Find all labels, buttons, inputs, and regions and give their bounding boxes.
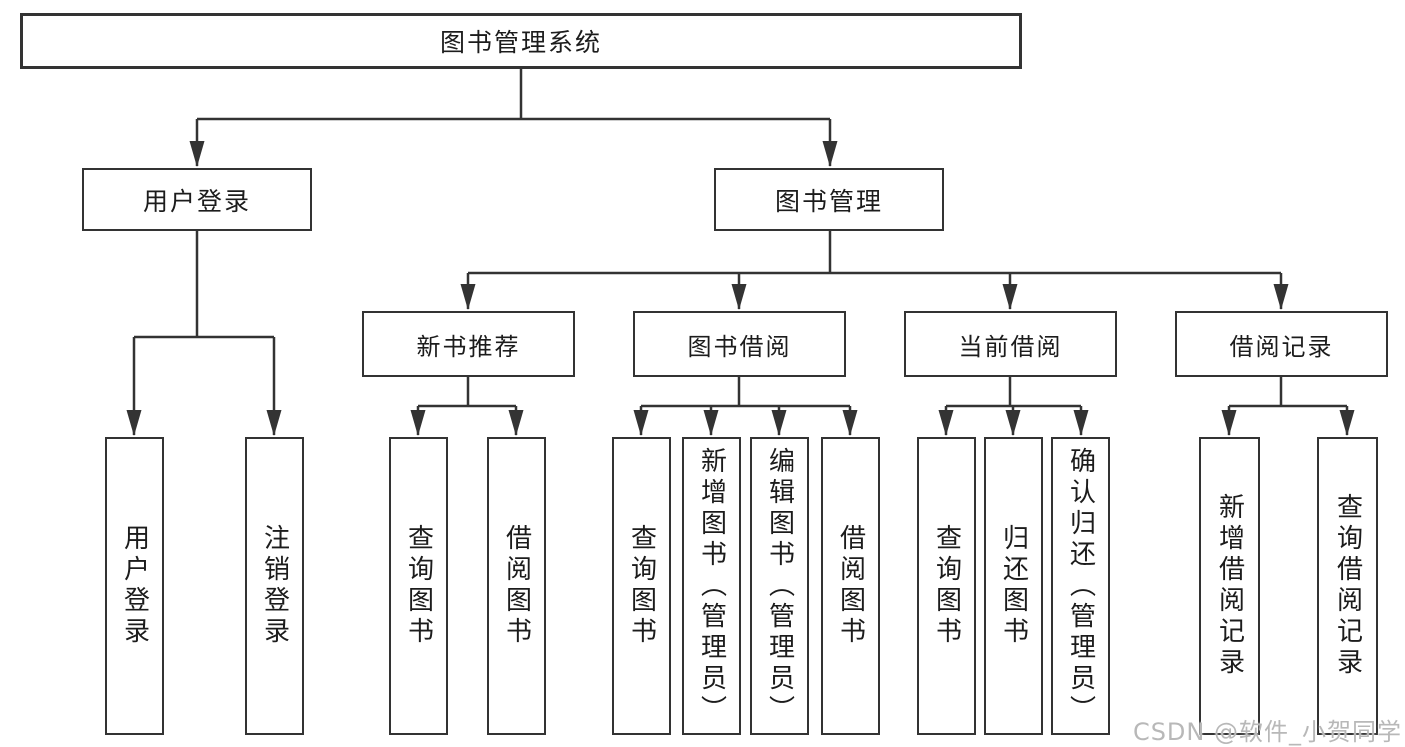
node-label: 借阅图书 (835, 524, 866, 648)
node-user-login: 用户登录 (82, 168, 312, 231)
csdn-watermark: CSDN @软件_小贺同学 (1132, 718, 1402, 746)
node-root: 图书管理系统 (20, 13, 1022, 69)
node-label: 归还图书 (998, 524, 1029, 648)
node-label: 用户登录 (119, 524, 150, 648)
node-label: 编辑图书（管理员） (764, 446, 795, 726)
node-label: 图书管理 (774, 186, 883, 216)
node-borrowing-records: 借阅记录 (1175, 311, 1388, 377)
node-label: 借阅记录 (1229, 332, 1334, 361)
node-leaf-logout: 注销登录 (245, 437, 304, 735)
node-label: 新增借阅记录 (1214, 493, 1245, 679)
node-label: 查询图书 (626, 524, 657, 648)
node-leaf-query-books-3: 查询图书 (917, 437, 976, 735)
node-label: 图书借阅 (687, 332, 792, 361)
node-leaf-add-books-admin: 新增图书（管理员） (682, 437, 741, 735)
node-leaf-query-books-2: 查询图书 (612, 437, 671, 735)
node-leaf-add-borrow-record: 新增借阅记录 (1199, 437, 1260, 735)
node-leaf-edit-books-admin: 编辑图书（管理员） (750, 437, 809, 735)
node-label: 当前借阅 (958, 332, 1063, 361)
node-label: 图书管理系统 (439, 28, 602, 57)
node-label: 查询图书 (931, 524, 962, 648)
node-leaf-borrow-books-1: 借阅图书 (487, 437, 546, 735)
node-label: 注销登录 (259, 524, 290, 648)
node-leaf-user-login: 用户登录 (105, 437, 164, 735)
node-new-book-recommend: 新书推荐 (362, 311, 575, 377)
node-label: 查询图书 (403, 524, 434, 648)
node-leaf-confirm-return-admin: 确认归还（管理员） (1051, 437, 1110, 735)
node-label: 借阅图书 (501, 524, 532, 648)
node-leaf-return-books: 归还图书 (984, 437, 1043, 735)
node-label: 确认归还（管理员） (1065, 446, 1096, 726)
node-book-borrowing: 图书借阅 (633, 311, 846, 377)
node-book-management: 图书管理 (714, 168, 944, 231)
node-label: 查询借阅记录 (1332, 493, 1363, 679)
node-leaf-query-borrow-record: 查询借阅记录 (1317, 437, 1378, 735)
node-current-borrowing: 当前借阅 (904, 311, 1117, 377)
node-label: 用户登录 (142, 186, 251, 216)
node-label: 新增图书（管理员） (696, 446, 727, 726)
node-leaf-query-books-1: 查询图书 (389, 437, 448, 735)
node-label: 新书推荐 (416, 332, 521, 361)
node-leaf-borrow-books-2: 借阅图书 (821, 437, 880, 735)
